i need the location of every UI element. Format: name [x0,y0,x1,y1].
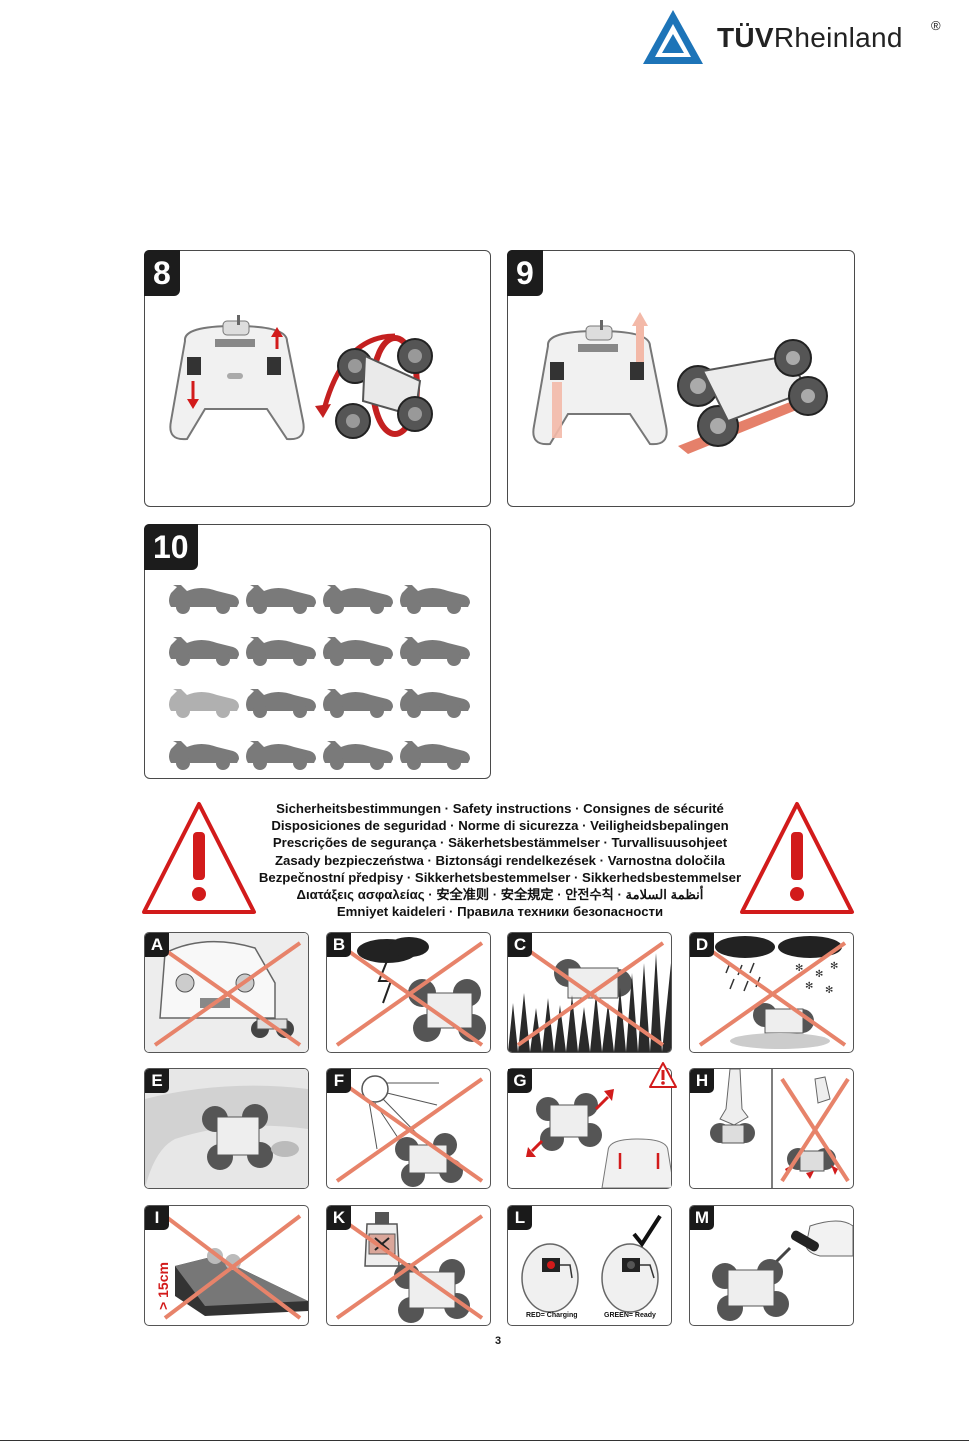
car-silhouette-icon [323,637,393,666]
tile-letter: M [690,1206,714,1230]
no-solvents-illustration [335,1212,484,1323]
car-silhouette-icon [169,637,239,666]
no-rain-snow-illustration: ✻✻✻ ✻✻ [698,936,847,1049]
car-silhouette-icon [323,689,393,718]
car-silhouette-icon [246,689,316,718]
registered-mark: ® [931,18,941,33]
safety-tile-k: K [326,1205,491,1326]
no-high-drop-illustration [163,1214,308,1320]
tile-letter: E [145,1069,169,1093]
tuv-rheinland-logo: TÜVRheinland ® [641,8,961,68]
step-number: 9 [507,250,543,296]
tile-letter: C [508,933,532,957]
no-road-traffic-illustration [145,933,308,1052]
car-silhouette-icon [246,585,316,614]
remote-range-illustration [526,1089,671,1188]
car-silhouette-icon [169,585,239,614]
green-ready-label: GREEN= Ready [604,1312,656,1319]
car-silhouette-icon [323,585,393,614]
safety-title-line: Emniyet kaideleri · Правила техники безо… [336,904,664,920]
car-silhouette-icon [246,637,316,666]
stunt-car-icon [677,339,828,454]
safety-title-line: Zasady bezpieczeństwa · Biztonsági rende… [275,852,725,868]
red-charging-label: RED= Charging [526,1312,578,1319]
footer-rule [0,1440,969,1441]
safety-tile-f: F [326,1068,491,1189]
car-silhouette-icon [400,689,470,718]
step-10-panel: 10 [144,524,491,779]
svg-text:✻: ✻ [815,969,823,980]
safety-title-line: Διατάξεις ασφαλείας · 安全准则 · 安全規定 · 안전수칙… [296,887,704,903]
charging-indicator-illustration [521,1214,662,1313]
height-limit-label: > 15cm [154,1262,171,1310]
car-silhouette-icon [323,741,393,770]
safety-tile-h: H [689,1068,854,1189]
safety-title-line: Disposiciones de seguridad · Norme di si… [271,818,729,834]
brand-bold: TÜV [717,22,774,53]
flipping-car-icon [315,333,433,439]
page-number: 3 [494,1335,502,1347]
tile-letter: B [327,933,351,957]
safety-title-line: Bezpečnostní předpisy · Sikkerhetsbestem… [258,869,742,885]
exclamation-triangle-icon [649,1062,677,1088]
step-number: 10 [144,524,198,570]
safety-title-line: Sicherheitsbestimmungen · Safety instruc… [276,801,724,816]
tile-letter: L [508,1206,532,1230]
svg-text:✻: ✻ [825,985,833,996]
sand-terrain-illustration [145,1069,308,1188]
step-number: 8 [144,250,180,296]
safety-title-line: Prescrições de segurança · Säkerhetsbest… [272,835,728,851]
car-silhouette-icon [246,741,316,770]
car-silhouette-icon [169,741,239,770]
tuv-triangle-logo-icon [643,10,703,64]
tile-letter: K [327,1206,351,1230]
car-silhouette-icon [400,585,470,614]
car-silhouette-icon [400,741,470,770]
exclamation-triangle-icon [142,802,256,914]
step-8-illustration [169,315,433,441]
safety-tile-c: C [507,932,672,1053]
safety-tile-g: G [507,1062,677,1189]
tile-letter: G [508,1069,532,1093]
tile-letter: D [690,933,714,957]
step-8-panel: 8 [144,250,491,507]
tile-letter: A [145,933,169,957]
screwdriver-battery-cover-illustration [712,1220,853,1321]
svg-text:✻: ✻ [795,963,803,974]
exclamation-triangle-icon [740,802,854,914]
safety-tile-a: A [144,932,309,1053]
brand-rest: Rheinland [773,22,903,53]
safety-tile-e: E [144,1068,309,1189]
car-silhouette-grid [169,585,470,770]
remote-controller-icon [532,312,668,446]
no-thunderstorm-illustration [335,937,486,1047]
car-silhouette-icon [400,637,470,666]
no-direct-sunlight-illustration [335,1075,484,1187]
step-9-illustration [532,312,828,454]
car-silhouette-icon [169,689,239,718]
tile-letter: H [690,1069,714,1093]
tile-letter: I [145,1206,169,1230]
safety-tile-l: RED= Charging GREEN= Ready L [507,1205,672,1326]
svg-text:✻: ✻ [805,981,813,992]
safety-tile-i: > 15cm I [144,1205,309,1326]
safety-tile-m: M [689,1205,854,1326]
no-tall-grass-illustration [508,941,671,1052]
tile-letter: F [327,1069,351,1093]
remote-controller-icon [169,315,305,441]
svg-text:✻: ✻ [830,961,838,972]
safety-tile-b: B [326,932,491,1053]
step-9-panel: 9 [507,250,855,507]
no-grab-running-car-illustration [710,1069,850,1188]
safety-instructions-heading: Sicherheitsbestimmungen · Safety instruc… [240,800,760,920]
safety-tile-d: ✻✻✻ ✻✻ D [689,932,854,1053]
